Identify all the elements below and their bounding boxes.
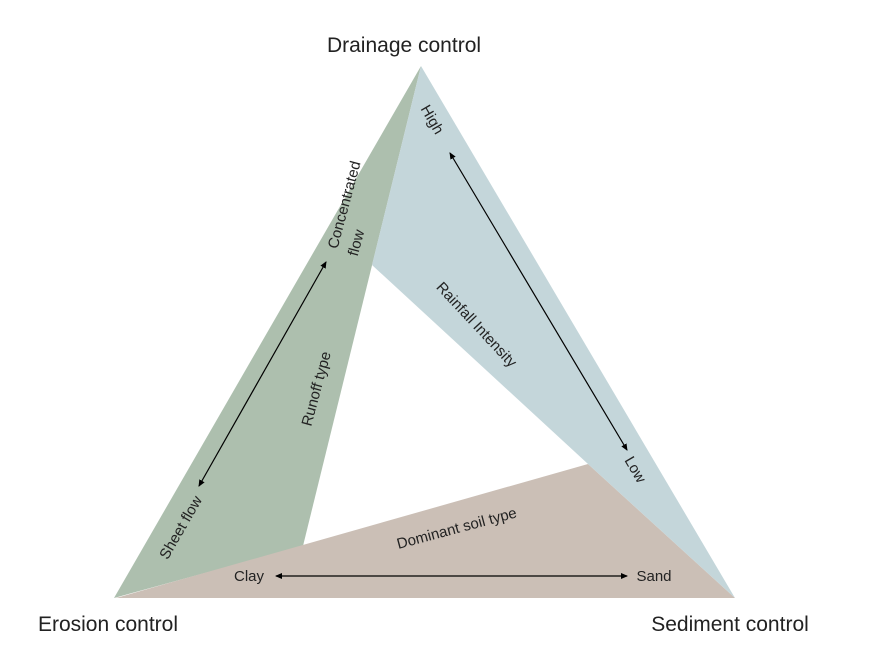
soil-left-label: Clay	[234, 568, 265, 585]
runoff-high-label-2: flow	[345, 228, 368, 258]
soil-right-label: Sand	[636, 568, 671, 585]
vertex-erosion-control: Erosion control	[38, 613, 178, 636]
soil-region	[116, 464, 735, 598]
runoff-region	[114, 66, 421, 598]
vertex-drainage-control: Drainage control	[327, 34, 481, 57]
rainfall-arrow	[449, 152, 628, 451]
runoff-arrow	[198, 261, 327, 487]
vertex-sediment-control: Sediment control	[651, 613, 809, 636]
